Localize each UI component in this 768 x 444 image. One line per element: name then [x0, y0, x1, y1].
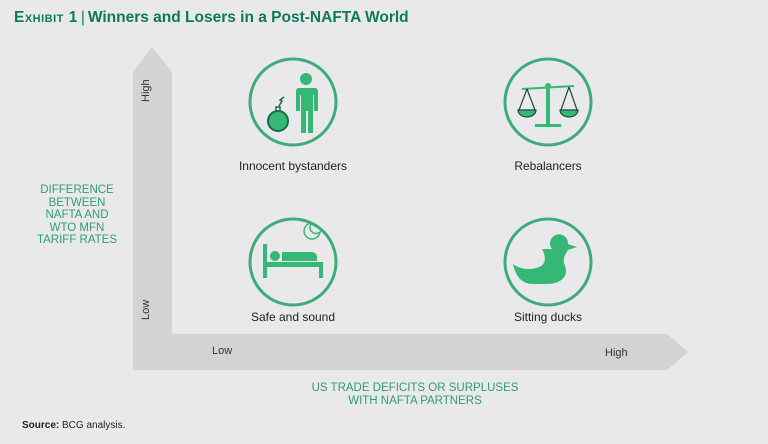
exhibit-title: Exhibit 1|Winners and Losers in a Post-N…	[14, 9, 409, 27]
y-axis-label-line: DIFFERENCE	[40, 184, 114, 196]
icon-circle	[248, 217, 338, 307]
y-axis-label-line: BETWEEN	[48, 196, 106, 209]
source-text: BCG analysis.	[62, 420, 126, 431]
y-axis-label-line: NAFTA AND	[45, 209, 109, 221]
quadrant-label-innocent-bystanders: Innocent bystanders	[238, 159, 348, 173]
quadrant-label-sitting-ducks: Sitting ducks	[513, 310, 583, 324]
y-axis-arrow	[133, 47, 172, 370]
person-with-bomb-icon	[267, 73, 318, 133]
source-note: Source: BCG analysis.	[22, 420, 125, 431]
exhibit-number: Exhibit 1	[14, 9, 78, 26]
y-axis-label-line: TARIFF RATES	[36, 234, 118, 246]
title-separator: |	[80, 9, 85, 26]
title-text: Winners and Losers in a Post-NAFTA World	[87, 9, 409, 26]
quadrant-label-rebalancers: Rebalancers	[514, 159, 582, 173]
y-axis-label-line: WTO MFN	[49, 221, 105, 234]
x-axis-label-line: WITH NAFTA PARTNERS	[348, 394, 482, 407]
source-label: Source:	[22, 420, 60, 431]
duck-icon	[513, 234, 577, 284]
sleeping-in-bed-icon	[263, 222, 323, 278]
icon-circle	[248, 57, 338, 147]
x-axis-label: US TRADE DEFICITS OR SURPLUSES WITH NAFT…	[280, 382, 550, 407]
icon-circle	[503, 217, 593, 307]
icon-circle	[503, 57, 593, 147]
y-axis-low: Low	[140, 299, 152, 320]
x-axis-label-line: US TRADE DEFICITS OR SURPLUSES	[311, 382, 519, 394]
y-axis-label: DIFFERENCE BETWEEN NAFTA AND WTO MFN TAR…	[22, 184, 132, 247]
x-axis-low: Low	[212, 345, 233, 357]
x-axis-high: High	[605, 347, 628, 359]
x-axis-arrow	[133, 334, 688, 370]
balance-scale-icon	[517, 83, 579, 127]
y-axis-high: High	[140, 79, 152, 102]
quadrant-label-safe-and-sound: Safe and sound	[250, 310, 336, 324]
